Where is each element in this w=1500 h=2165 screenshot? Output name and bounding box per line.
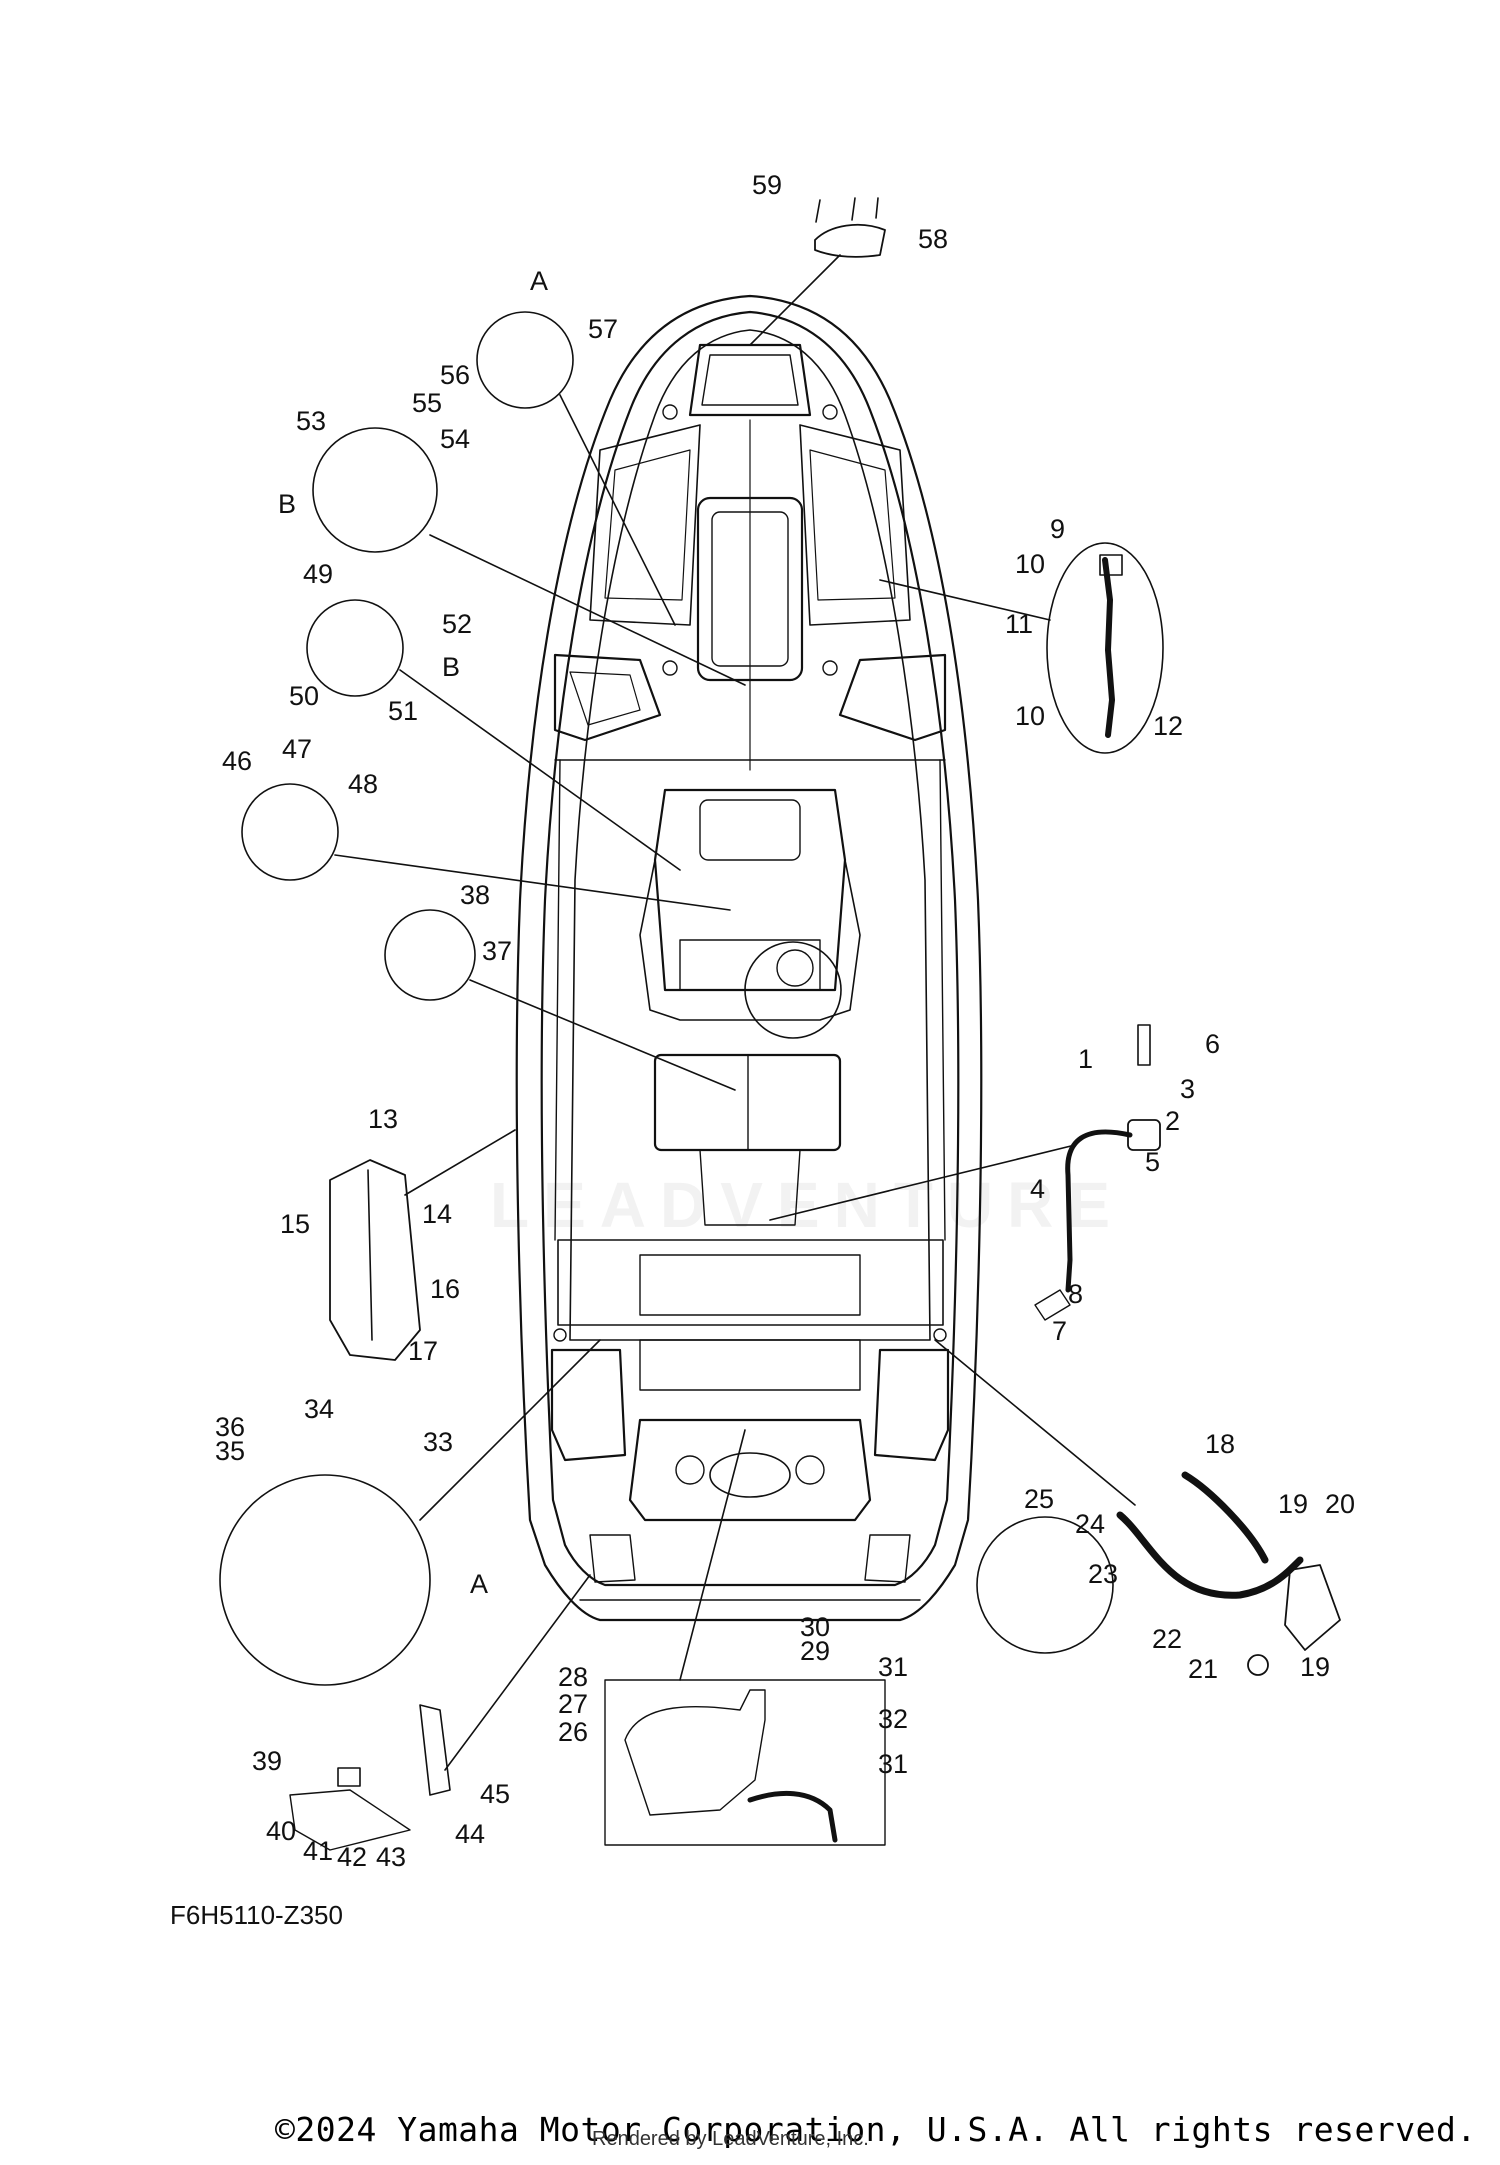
part-label-41: 41 (303, 1836, 334, 1866)
center-console (653, 788, 847, 992)
part-label-30: 30 (800, 1612, 831, 1642)
detail-circle-33-36 (219, 1474, 431, 1686)
part-label-14: 14 (422, 1199, 453, 1229)
part-label-B-right: B (442, 652, 461, 682)
part-label-17: 17 (408, 1336, 439, 1366)
part-label-45: 45 (480, 1779, 511, 1809)
part-label-10a: 10 (1015, 549, 1046, 579)
part-label-40: 40 (266, 1816, 297, 1846)
part-label-42: 42 (337, 1842, 368, 1872)
detail-circle-49-52 (306, 599, 404, 697)
part-label-21: 21 (1188, 1654, 1219, 1684)
detail-circle-53-55 (312, 427, 438, 553)
part-label-6: 6 (1205, 1029, 1221, 1059)
part-label-5: 5 (1145, 1147, 1161, 1177)
part-label-28: 28 (558, 1662, 589, 1692)
part-label-59: 59 (752, 170, 783, 200)
part-label-4: 4 (1030, 1174, 1046, 1204)
part-label-18: 18 (1205, 1429, 1236, 1459)
detail-circle-37-38 (384, 909, 476, 1001)
part-label-1: 1 (1078, 1044, 1094, 1074)
part-label-37: 37 (482, 936, 513, 966)
part-label-43: 43 (376, 1842, 407, 1872)
detail-circle-23-25 (976, 1516, 1114, 1654)
part-label-56: 56 (440, 360, 471, 390)
part-label-32: 32 (878, 1704, 909, 1734)
part-label-51: 51 (388, 696, 419, 726)
part-label-12: 12 (1153, 711, 1184, 741)
part-label-15: 15 (280, 1209, 311, 1239)
hull-inner (540, 310, 960, 1587)
part-label-25: 25 (1024, 1484, 1055, 1514)
part-label-50: 50 (289, 681, 320, 711)
engine-well (628, 1418, 872, 1522)
part-label-26: 26 (558, 1717, 589, 1747)
detail-circle-9-12 (1046, 542, 1164, 754)
part-label-27: 27 (558, 1689, 589, 1719)
part-label-24: 24 (1075, 1509, 1106, 1539)
pipe-22 (1116, 1511, 1304, 1599)
detail-circle-46-48 (241, 783, 339, 881)
detail-circle-console-panel (744, 941, 842, 1039)
hull-outline (515, 294, 983, 1622)
part-label-31a: 31 (878, 1652, 909, 1682)
part-label-23: 23 (1088, 1559, 1119, 1589)
part-label-20: 20 (1325, 1489, 1356, 1519)
diagram-code: F6H5110-Z350 (170, 1900, 343, 1930)
part-label-10b: 10 (1015, 701, 1046, 731)
bow-hatch (688, 343, 812, 417)
watermark: LEADVENTURE (490, 1169, 1125, 1241)
part-label-33: 33 (423, 1427, 454, 1457)
hose-4 (1065, 1129, 1133, 1293)
part-label-48: 48 (348, 769, 379, 799)
part-label-2: 2 (1165, 1106, 1181, 1136)
cleat-58 (814, 223, 886, 258)
part-label-46: 46 (222, 746, 253, 776)
part-label-16: 16 (430, 1274, 461, 1304)
part-label-A-bottom: A (470, 1569, 489, 1599)
part-label-44: 44 (455, 1819, 486, 1849)
part-label-55: 55 (412, 388, 443, 418)
part-label-B-left: B (278, 489, 297, 519)
part-label-36: 36 (215, 1412, 246, 1442)
part-label-49: 49 (303, 559, 334, 589)
part-label-19b: 19 (1300, 1652, 1331, 1682)
part-label-19a: 19 (1278, 1489, 1309, 1519)
part-label-34: 34 (304, 1394, 335, 1424)
part-label-47: 47 (282, 734, 313, 764)
part-label-3: 3 (1180, 1074, 1196, 1104)
aft-locker-left (550, 1348, 627, 1462)
part-label-39: 39 (252, 1746, 283, 1776)
part-label-52: 52 (442, 609, 473, 639)
part-label-8: 8 (1068, 1279, 1084, 1309)
rendered-by-text: Rendered by LeadVenture, Inc. (592, 2128, 869, 2150)
part-label-38: 38 (460, 880, 491, 910)
part-label-11: 11 (1005, 609, 1034, 639)
part-label-57: 57 (588, 314, 619, 344)
copyright-text: ©2024 Yamaha Motor Corporation, U.S.A. A… (275, 2110, 1477, 2149)
part-label-31b: 31 (878, 1749, 909, 1779)
part-label-7: 7 (1052, 1316, 1068, 1346)
part-label-22: 22 (1152, 1624, 1183, 1654)
part-label-35: 35 (215, 1436, 246, 1466)
part-label-54: 54 (440, 424, 471, 454)
part-label-9: 9 (1050, 514, 1066, 544)
part-label-13: 13 (368, 1104, 399, 1134)
part-label-29: 29 (800, 1636, 831, 1666)
side-panel-15 (329, 1159, 421, 1361)
aft-locker-right (873, 1348, 950, 1462)
detail-box-26-32 (604, 1679, 886, 1846)
detail-circle-56-57 (476, 311, 574, 409)
part-label-A-top: A (530, 266, 549, 296)
pipe-18 (1181, 1471, 1269, 1564)
part-label-58: 58 (918, 224, 949, 254)
part-label-53: 53 (296, 406, 327, 436)
